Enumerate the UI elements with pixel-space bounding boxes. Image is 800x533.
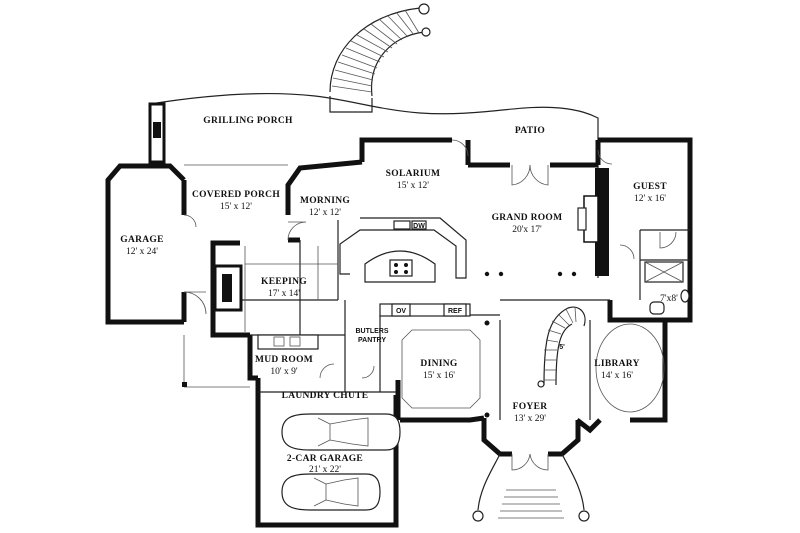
door-swings	[183, 139, 635, 471]
guest-bath	[644, 231, 690, 315]
foyer-label: FOYER	[513, 402, 548, 412]
guest-size: 12' x 16'	[634, 194, 666, 204]
keeping-beam-grid	[244, 246, 338, 332]
dining-label: DINING	[420, 359, 457, 369]
covered-porch-label: COVERED PORCH	[192, 190, 280, 200]
refrigerator-label: REF	[448, 308, 463, 315]
solarium-size: 15' x 12'	[397, 181, 429, 191]
mud-room-size: 10' x 9'	[270, 367, 297, 377]
dining-ceiling-detail	[401, 329, 481, 409]
butlers-pantry-label-line1: BUTLERS	[355, 328, 388, 335]
dishwasher-label: DW	[413, 223, 425, 230]
keeping-label: KEEPING	[261, 277, 307, 287]
stair-marker: 5'	[559, 344, 565, 351]
kitchen-island	[364, 250, 436, 283]
covered-porch-size: 15' x 12'	[220, 202, 252, 212]
oven-label: OV	[396, 308, 406, 315]
side-garage-label: GARAGE	[120, 235, 164, 245]
keeping-size: 17' x 14'	[268, 289, 300, 299]
library-size: 14' x 16'	[601, 371, 633, 381]
morning-size: 12' x 12'	[309, 208, 341, 218]
two-car-garage-label: 2-CAR GARAGE	[287, 454, 363, 464]
dining-size: 15' x 16'	[423, 371, 455, 381]
car-top	[281, 413, 401, 451]
closet-size: 7'x8'	[660, 294, 678, 304]
front-entry-steps	[472, 453, 590, 522]
car-bottom	[281, 473, 381, 511]
exterior-walls	[105, 137, 693, 528]
laundry-chute-label: LAUNDRY CHUTE	[282, 391, 369, 401]
keeping-fireplace	[213, 264, 243, 312]
library-label: LIBRARY	[594, 359, 640, 369]
library-ceiling-detail	[595, 323, 665, 413]
curved-rear-staircase	[329, 3, 431, 97]
mud-room-label: MUD ROOM	[255, 355, 313, 365]
patio-label: PATIO	[515, 126, 545, 136]
solarium-label: SOLARIUM	[386, 169, 441, 179]
butlers-pantry-label-line2: PANTRY	[358, 337, 386, 344]
guest-label: GUEST	[633, 182, 667, 192]
two-car-garage-size: 21' x 22'	[309, 465, 341, 475]
side-garage-size: 12' x 24'	[126, 247, 158, 257]
grilling-porch-label: GRILLING PORCH	[203, 116, 293, 126]
porch-column-lines	[182, 164, 288, 388]
foyer-curved-staircase	[537, 306, 586, 388]
grand-room-label: GRAND ROOM	[492, 213, 563, 223]
grand-room-columns	[484, 271, 577, 418]
mud-room-cabinets	[257, 334, 319, 350]
foyer-size: 13' x 29'	[514, 414, 546, 424]
grand-room-fireplace	[577, 168, 609, 276]
grilling-porch-chimney	[148, 102, 166, 164]
grand-room-size: 20'x 17'	[512, 225, 542, 235]
morning-label: MORNING	[300, 196, 350, 206]
